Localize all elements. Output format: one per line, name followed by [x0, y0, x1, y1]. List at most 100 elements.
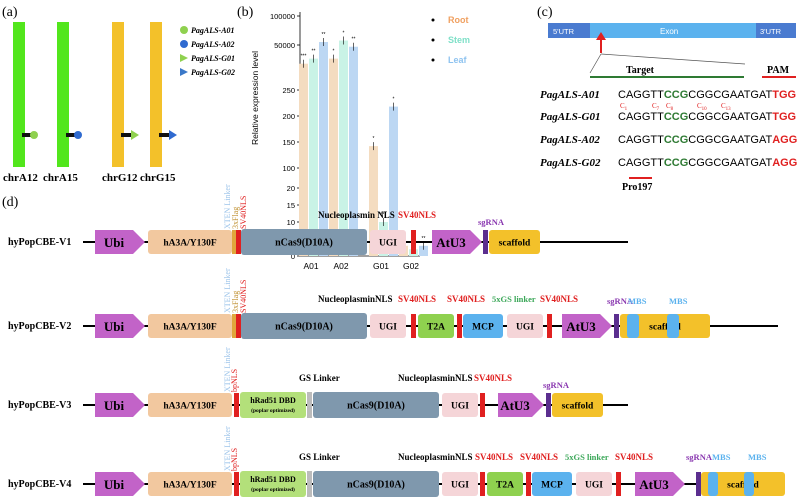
ugi-box	[442, 393, 478, 417]
dbd-label: hRad51 DBD	[250, 396, 296, 405]
scaffold-box-label: scaffold	[562, 402, 594, 412]
sgrna-bar	[696, 472, 701, 496]
ugi-box	[370, 230, 406, 254]
ubi-promoter	[95, 230, 145, 254]
sv40nls-text: SV40NLS	[615, 452, 653, 462]
ubi-promoter-label: Ubi	[104, 398, 125, 413]
significance-mark: ***	[381, 212, 387, 218]
atu3-promoter-label: AtU3	[639, 477, 669, 492]
flag-tag	[232, 314, 237, 338]
significance-mark: **	[322, 32, 326, 38]
bar-leaf-a01	[319, 41, 328, 256]
ugi-box-label: UGI	[379, 323, 397, 333]
gs-linker-text: GS Linker	[299, 452, 340, 462]
mbs-label: MBS	[712, 452, 731, 462]
deaminase-box-label: hA3A/Y130F	[163, 239, 217, 249]
sgrna-label: sgRNA	[607, 296, 634, 306]
atu3-promoter	[562, 314, 612, 338]
position-label: C13	[721, 102, 731, 112]
sv40nls-bar	[480, 393, 485, 417]
scaffold-box	[489, 230, 540, 254]
ubi-promoter-label: Ubi	[104, 235, 125, 250]
nucleoplasmin-label: NucleoplasminNLS	[398, 373, 473, 383]
deaminase-box-label: hA3A/Y130F	[163, 323, 217, 333]
gene-name: PagALS-G01	[540, 111, 601, 123]
deaminase-box-label: hA3A/Y130F	[163, 481, 217, 491]
sv40nls-text: SV40NLS	[520, 452, 558, 462]
ugi-box-label: UGI	[379, 239, 397, 249]
mcp-box-label: MCP	[541, 481, 563, 491]
ubi-promoter-label: Ubi	[104, 319, 125, 334]
legend-label: PagALS-G02	[191, 68, 235, 77]
y-tick-label: 100000	[270, 12, 295, 21]
chart-legend: Root Stem Leaf	[431, 15, 470, 65]
sv40nls-text: SV40NLS	[398, 210, 436, 220]
gs-linker-label: 5xGS linker	[565, 452, 609, 462]
cas9-box-label: nCas9(D10A)	[347, 480, 405, 491]
chrom-label: chrA12	[3, 172, 38, 184]
gene-marker-a01	[30, 131, 38, 139]
deaminase-box	[148, 472, 232, 496]
ubi-promoter	[95, 393, 145, 417]
panel-label-b: (b)	[237, 5, 254, 20]
sequence: CAGGTTCCGCGGCGAATGATAGG	[618, 134, 797, 146]
construct-name: hyPopCBE-V1	[8, 237, 71, 248]
sv40nls-bar	[411, 314, 416, 338]
legend: PagALS-A01 PagALS-A02 PagALS-G01 PagALS-…	[180, 26, 235, 77]
chrom-label: chrA15	[43, 172, 78, 184]
mbs-label: MBS	[628, 296, 647, 306]
bpnls-label: bpNLS	[230, 369, 239, 392]
atu3-promoter	[432, 230, 482, 254]
atu3-promoter-label: AtU3	[566, 319, 596, 334]
cas9-box-label: nCas9(D10A)	[347, 401, 405, 412]
scaffold-box	[701, 472, 785, 496]
y-tick-label: 15	[287, 201, 295, 210]
legend-triangle-icon	[180, 54, 188, 62]
x-tick-label: G02	[403, 261, 419, 271]
utr5-label: 5'UTR	[553, 27, 575, 36]
construct-name: hyPopCBE-V2	[8, 321, 71, 332]
flag-tag	[232, 230, 237, 254]
xten-linker-label: XTEN Linker	[223, 426, 232, 471]
sgrna-label: sgRNA	[686, 452, 713, 462]
deaminase-box-label: hA3A/Y130F	[163, 402, 217, 412]
deaminase-box	[148, 314, 232, 338]
panel-a: chrA12 chrA15 chrG12 chrG15 PagALS-A01 P…	[3, 22, 235, 184]
legend-leaf: Leaf	[448, 55, 468, 65]
legend-label: PagALS-A02	[191, 40, 235, 49]
sgrna-label: sgRNA	[478, 217, 505, 227]
position-label: C8	[666, 102, 674, 112]
dbd-sub-label: (poplar optimized)	[251, 486, 295, 493]
dbd-label: hRad51 DBD	[250, 475, 296, 484]
cas9-box	[241, 313, 367, 339]
gene-name: PagALS-A02	[540, 134, 600, 146]
t2a-box-label: T2A	[427, 323, 445, 333]
sv40nls-text: SV40NLS	[447, 294, 485, 304]
gs-linker-bar	[307, 392, 312, 418]
deaminase-box	[148, 230, 232, 254]
mbs-label: MBS	[748, 452, 767, 462]
sgrna-label: sgRNA	[543, 380, 570, 390]
y-tick-label: 150	[282, 138, 295, 147]
chrom-label: chrG12	[102, 172, 138, 184]
sequence: CAGGTTCCGCGGCGAATGATTGG	[618, 89, 796, 101]
sequence: CAGGTTCCGCGGCGAATGATTGG	[618, 111, 796, 123]
dbd-box	[240, 392, 306, 418]
sv40nls-text: SV40NLS	[398, 294, 436, 304]
bar-leaf-a02	[349, 46, 358, 256]
scaffold-box	[620, 314, 710, 338]
gene-marker-g02	[169, 130, 177, 140]
ubi-promoter-label: Ubi	[104, 477, 125, 492]
y-tick-label: 50000	[274, 41, 295, 50]
significance-mark: ***	[301, 54, 307, 60]
bar-root-a02	[329, 58, 338, 256]
ugi-box	[442, 472, 478, 496]
ugi-box-2	[507, 314, 543, 338]
legend-root: Root	[448, 15, 469, 25]
bar-stem-a01	[309, 58, 318, 256]
ugi-box-label: UGI	[451, 481, 469, 491]
x-tick-label: A02	[333, 261, 348, 271]
scaffold-box-label: scaffold	[727, 481, 759, 491]
